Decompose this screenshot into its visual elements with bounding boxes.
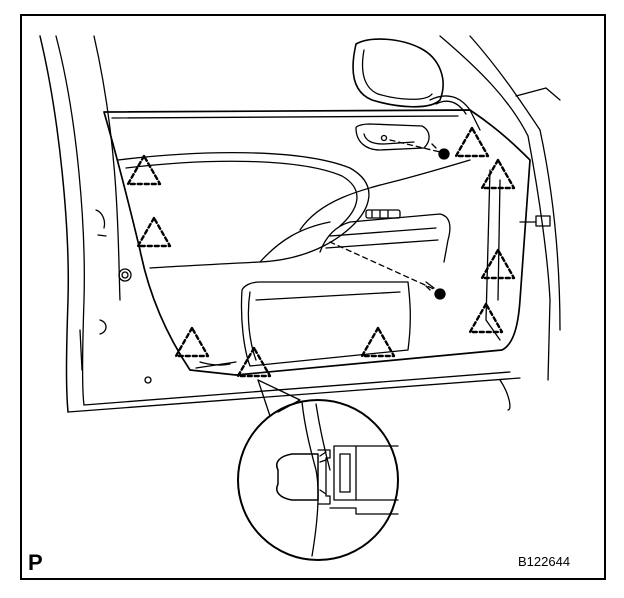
screw-icon [425, 143, 450, 300]
figure-frame [20, 14, 606, 580]
dashed-triangle-icon [136, 216, 172, 248]
dashed-triangle-icon [126, 154, 162, 186]
dashed-triangle-icon [236, 346, 272, 378]
dashed-triangle-icon [360, 326, 396, 358]
dashed-triangle-icon [480, 158, 516, 190]
figure-id: B122644 [518, 554, 571, 569]
corner-label: P [28, 550, 43, 575]
door-body [39, 35, 561, 413]
dashed-triangle-icon [454, 126, 490, 158]
dashed-triangle-icon [468, 302, 504, 334]
dashed-triangle-icon [174, 326, 210, 358]
door-trim-panel [103, 95, 531, 376]
dashed-triangle-icon [480, 248, 516, 280]
leader-lines [329, 139, 441, 291]
clip-detail-icon [237, 399, 399, 561]
clip-marker-group [126, 126, 516, 378]
